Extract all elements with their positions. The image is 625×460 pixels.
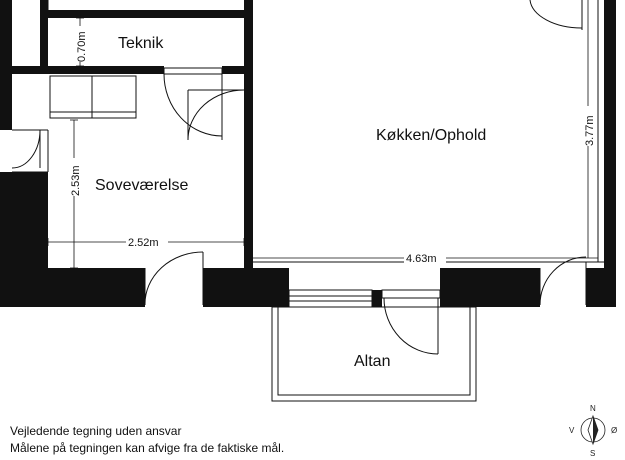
window-left bbox=[288, 289, 373, 308]
window-right bbox=[381, 289, 441, 299]
wall-teknik-top bbox=[44, 10, 244, 18]
wall-teknik-bottom-right bbox=[222, 66, 244, 74]
wall-teknik-bottom-left bbox=[12, 66, 164, 74]
wall-pillar bbox=[372, 290, 382, 307]
disclaimer-line-2: Målene på tegningen kan afvige fra de fa… bbox=[10, 441, 285, 455]
door-balcony bbox=[383, 297, 439, 355]
room-label-koekken: Køkken/Ophold bbox=[376, 127, 486, 144]
wall-interior-vertical bbox=[244, 0, 253, 268]
door-bedroom bbox=[163, 67, 223, 140]
compass-v: V bbox=[569, 426, 575, 435]
compass-o: Ø bbox=[611, 426, 617, 435]
wall-bottom-left bbox=[48, 268, 145, 307]
wall-left-lower bbox=[12, 172, 48, 307]
door-bedroom-bottom bbox=[144, 251, 204, 306]
room-label-teknik: Teknik bbox=[118, 35, 164, 52]
wall-teknik-left bbox=[40, 0, 48, 74]
room-label-sovevaerelse: Soveværelse bbox=[95, 177, 188, 194]
dim-koekken-height: 3.77m bbox=[584, 115, 596, 146]
compass-n: N bbox=[590, 404, 596, 413]
wall-left-upper bbox=[0, 0, 12, 130]
thin-lines bbox=[12, 0, 604, 263]
wall-bottom-mid bbox=[203, 268, 289, 307]
compass-s: S bbox=[590, 449, 595, 458]
room-label-altan: Altan bbox=[354, 353, 390, 370]
wall-right-corner bbox=[586, 268, 616, 307]
dim-teknik-width: 0.70m bbox=[76, 31, 88, 62]
balcony bbox=[271, 306, 477, 402]
door-kitchen-inner bbox=[187, 89, 245, 141]
dim-sove-width: 2.52m bbox=[128, 237, 159, 249]
balcony-windows bbox=[288, 289, 441, 308]
wall-bottom-right bbox=[440, 268, 540, 307]
disclaimer-line-1: Vejledende tegning uden ansvar bbox=[10, 424, 182, 438]
walls bbox=[0, 0, 616, 307]
door-kitchen-top bbox=[529, 0, 583, 30]
door-left-exterior bbox=[11, 129, 41, 169]
wall-left-lower-strip bbox=[0, 172, 12, 307]
door-kitchen-bottom-right bbox=[539, 256, 587, 306]
dim-sove-height: 2.53m bbox=[70, 165, 82, 196]
compass: N S V Ø bbox=[569, 404, 617, 458]
wall-right bbox=[604, 0, 616, 268]
wardrobe bbox=[49, 75, 137, 119]
dim-koekken-width: 4.63m bbox=[406, 253, 437, 265]
